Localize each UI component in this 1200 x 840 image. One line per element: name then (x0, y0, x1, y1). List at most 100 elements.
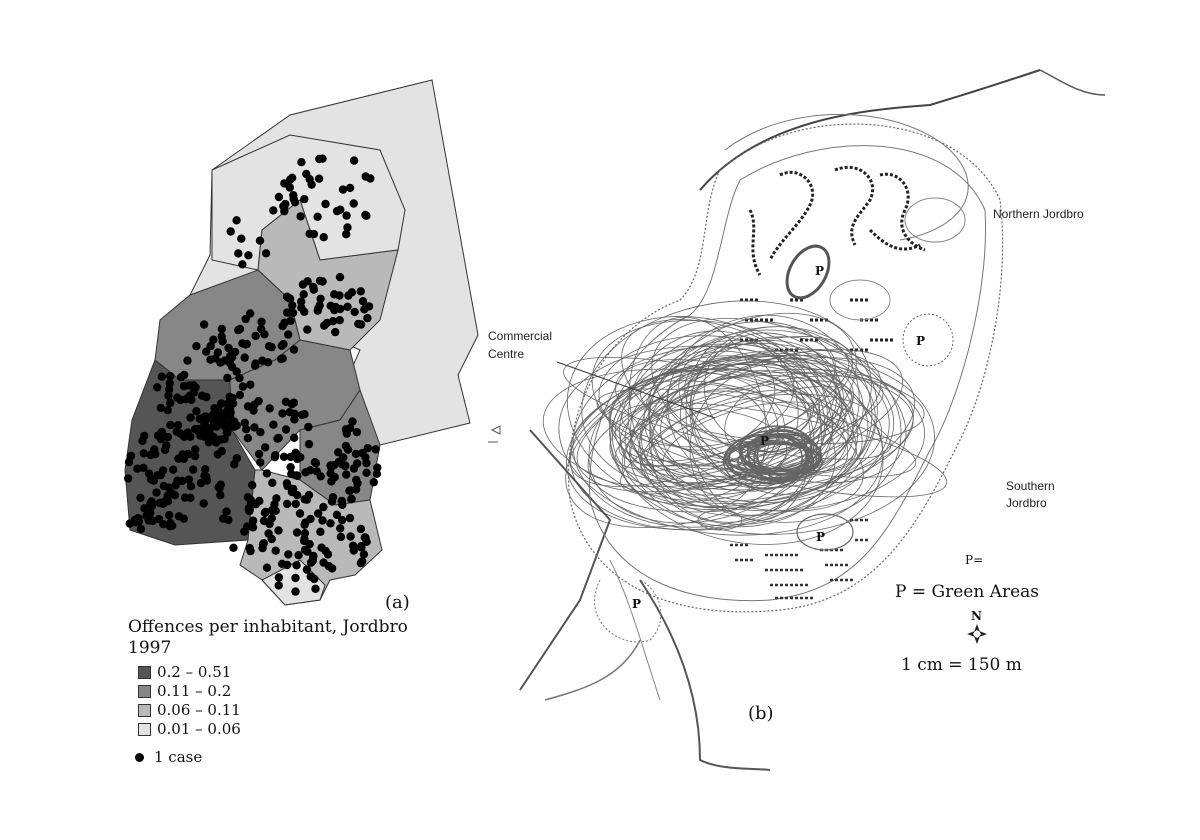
case-point (147, 497, 156, 506)
case-point (342, 211, 351, 220)
case-point (146, 475, 156, 484)
case-point (346, 532, 355, 541)
case-point (254, 396, 263, 406)
case-point (302, 565, 312, 574)
case-point (326, 461, 335, 470)
case-point (254, 449, 264, 459)
case-point (347, 495, 356, 504)
case-point (274, 192, 284, 202)
case-point (284, 550, 293, 559)
case-point (363, 313, 372, 323)
case-point (356, 558, 366, 568)
case-point (291, 573, 300, 583)
case-point (343, 302, 352, 311)
case-point (246, 495, 255, 505)
case-point (216, 490, 225, 500)
case-point (222, 507, 231, 516)
case-point (261, 443, 270, 452)
case-point (299, 290, 308, 299)
case-point (165, 379, 174, 388)
case-point (246, 309, 255, 318)
case-point (347, 288, 357, 297)
case-point (282, 499, 292, 509)
case-point (335, 272, 345, 282)
case-point (297, 410, 307, 420)
legend-swatch-3 (138, 703, 151, 717)
case-point (256, 458, 265, 467)
case-point (292, 528, 302, 537)
case-point (349, 199, 358, 208)
case-point (309, 551, 318, 561)
movement-track (624, 357, 916, 507)
commercial-pointer (556, 361, 716, 419)
case-point (358, 297, 368, 306)
case-point (224, 343, 233, 353)
case-point (238, 339, 247, 348)
movement-track (748, 435, 803, 481)
case-point (170, 491, 180, 500)
case-point (281, 397, 291, 406)
case-point (316, 294, 325, 303)
case-point (304, 439, 314, 449)
case-point (319, 558, 328, 567)
case-point (235, 324, 245, 334)
green-marker-3: P (760, 434, 770, 448)
case-point (209, 419, 219, 428)
case-point (174, 512, 184, 521)
movement-track (650, 368, 815, 523)
case-point (289, 194, 298, 204)
case-point (361, 172, 370, 181)
track-southwest (609, 559, 661, 701)
legend-swatch-4 (138, 722, 151, 736)
case-point (171, 481, 180, 490)
movement-track (621, 319, 854, 473)
movement-track (588, 355, 822, 524)
legend-swatch-1 (138, 665, 151, 679)
case-point (124, 457, 134, 467)
case-point (314, 509, 323, 518)
green-marker-2: P (916, 334, 926, 348)
case-point (185, 391, 194, 400)
case-point (342, 230, 351, 239)
case-point (261, 507, 270, 517)
case-point (300, 194, 309, 204)
case-point (264, 529, 273, 538)
case-point (220, 421, 229, 431)
case-point (152, 488, 161, 497)
legend-range-2: 0.11 – 0.2 (157, 682, 232, 700)
movement-track (638, 358, 890, 517)
case-point (312, 467, 321, 476)
case-point (192, 407, 201, 416)
case-point (317, 543, 326, 552)
case-point (268, 505, 277, 515)
legend-class-1: 0.2 – 0.51 (138, 663, 231, 681)
case-point (313, 212, 322, 221)
case-point (334, 448, 343, 457)
case-point (351, 449, 361, 459)
case-point (290, 409, 299, 418)
case-point (283, 481, 292, 491)
case-point (328, 493, 338, 502)
legend-class-3: 0.06 – 0.11 (138, 701, 241, 719)
case-point (362, 468, 371, 477)
case-point (339, 453, 348, 462)
case-point (255, 236, 265, 245)
case-point (283, 560, 292, 570)
case-point (178, 476, 187, 486)
case-point (356, 524, 366, 534)
case-point (331, 327, 340, 337)
case-point (321, 199, 330, 209)
case-point (217, 446, 226, 456)
case-point (274, 526, 283, 535)
case-point (192, 342, 201, 351)
case-point (311, 584, 320, 593)
case-point (216, 358, 225, 367)
case-point (294, 551, 303, 560)
case-point (238, 260, 247, 269)
case-point (256, 428, 265, 437)
case-point (232, 454, 241, 463)
case-point (292, 471, 301, 480)
case-point (140, 504, 149, 513)
case-dot-icon (135, 752, 144, 762)
